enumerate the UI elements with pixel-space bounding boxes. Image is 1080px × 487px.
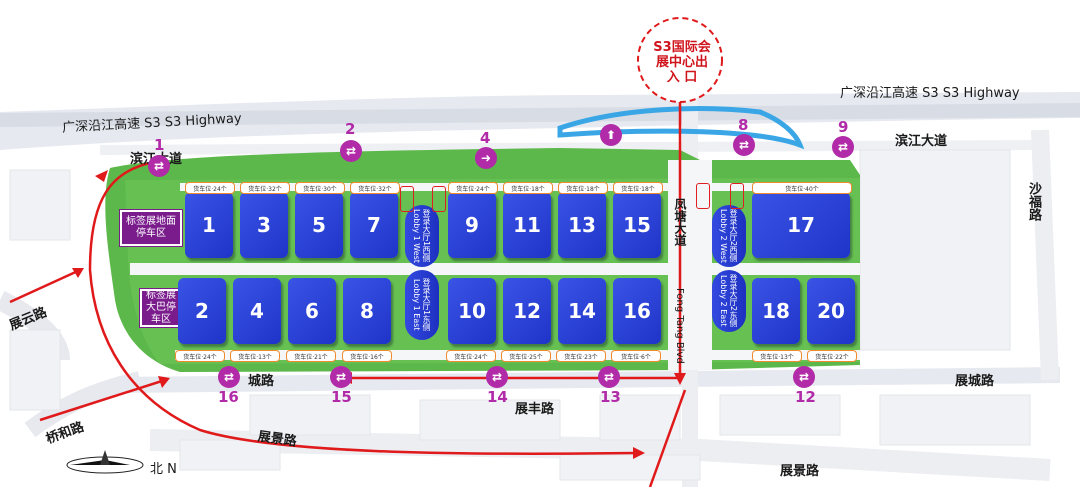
- road-fengtang: 凤塘大道: [673, 198, 687, 246]
- road-binjiang-right: 滨江大道: [895, 134, 948, 149]
- truck-slot: 货车位·32个: [240, 182, 290, 194]
- entry-box: [432, 186, 446, 212]
- hall-4[interactable]: 4: [233, 278, 281, 344]
- road-zhanfeng: 展丰路: [515, 402, 555, 417]
- gate-2-icon[interactable]: ⇄: [340, 140, 362, 162]
- road-shafu: 沙福路: [1026, 182, 1041, 221]
- gate-12-icon[interactable]: ⇄: [793, 366, 815, 388]
- compass-icon: [66, 450, 144, 474]
- truck-slot: 货车位·40个: [752, 182, 852, 194]
- gate-9-icon[interactable]: ⇄: [832, 136, 854, 158]
- hall-7[interactable]: 7: [350, 192, 398, 258]
- gate-8-number: 8: [738, 116, 749, 134]
- truck-slot: 货车位·32个: [350, 182, 400, 194]
- hall-18[interactable]: 18: [752, 278, 800, 344]
- hall-15[interactable]: 15: [613, 192, 661, 258]
- hall-5[interactable]: 5: [295, 192, 343, 258]
- truck-slot: 货车位·6个: [611, 350, 661, 362]
- gate-1-number: 1: [154, 136, 165, 154]
- entry-box: [696, 183, 710, 209]
- entry-box: [730, 183, 744, 209]
- hall-16[interactable]: 16: [613, 278, 661, 344]
- hall-14[interactable]: 14: [558, 278, 606, 344]
- gate-4-icon[interactable]: ➜: [475, 147, 497, 169]
- hall-1[interactable]: 1: [185, 192, 233, 258]
- gate-13-number: 13: [600, 388, 621, 406]
- parking-bus-area: 标签展大巴停车区: [140, 289, 182, 327]
- lobby-2-west[interactable]: 登录大厅2西侧 Lobby 2 West: [712, 205, 746, 267]
- truck-slot: 货车位·23个: [556, 350, 606, 362]
- truck-slot: 货车位·30个: [295, 182, 345, 194]
- hall-2[interactable]: 2: [178, 278, 226, 344]
- road-zhancheng-left: 城路: [248, 374, 275, 389]
- hall-13[interactable]: 13: [558, 192, 606, 258]
- entrance-circle: [637, 17, 723, 103]
- entrance-line-1: S3国际会: [653, 40, 711, 55]
- truck-slot: 货车位·16个: [342, 350, 392, 362]
- road-zhanjing-right: 展景路: [780, 464, 820, 479]
- hall-11[interactable]: 11: [503, 192, 551, 258]
- gate-16-number: 16: [218, 388, 239, 406]
- truck-slot: 货车位·22个: [807, 350, 857, 362]
- gate-entry-arrow-icon[interactable]: ⬆: [600, 124, 622, 146]
- parking-surface-area: 标签展地面停车区: [120, 210, 182, 246]
- road-highway-right: 广深沿江高速 S3 S3 Highway: [840, 86, 1020, 101]
- hall-20[interactable]: 20: [807, 278, 855, 344]
- truck-slot: 货车位·25个: [501, 350, 551, 362]
- road-fengtang-en: Fong Tang Blvd: [674, 288, 685, 364]
- truck-slot: 货车位·21个: [286, 350, 336, 362]
- truck-slot: 货车位·13个: [230, 350, 280, 362]
- route-lines: [9, 100, 687, 487]
- hall-12[interactable]: 12: [503, 278, 551, 344]
- truck-slot: 货车位·18个: [613, 182, 663, 194]
- gate-14-number: 14: [487, 388, 508, 406]
- entrance-line-3: 入 口: [666, 70, 698, 85]
- truck-slot: 货车位·24个: [175, 350, 225, 362]
- truck-slot: 货车位·13个: [752, 350, 802, 362]
- entry-box: [400, 186, 414, 212]
- hall-8[interactable]: 8: [343, 278, 391, 344]
- gate-8-icon[interactable]: ⇄: [733, 134, 755, 156]
- s3-overpass-ramp: [557, 106, 805, 150]
- gate-15-number: 15: [331, 388, 352, 406]
- hall-3[interactable]: 3: [240, 192, 288, 258]
- hall-9[interactable]: 9: [448, 192, 496, 258]
- gate-15-icon[interactable]: ⇄: [330, 366, 352, 388]
- compass-label: 北 N: [150, 462, 177, 477]
- gate-13-icon[interactable]: ⇄: [598, 366, 620, 388]
- lobby-1-east[interactable]: 登录大厅1东侧 Lobby 1 East: [405, 270, 439, 340]
- gate-14-icon[interactable]: ⇄: [486, 366, 508, 388]
- entrance-label: S3国际会 展中心出 入 口: [652, 40, 712, 85]
- road-zhancheng-right: 展城路: [955, 374, 995, 389]
- hall-6[interactable]: 6: [288, 278, 336, 344]
- truck-slot: 货车位·24个: [448, 182, 498, 194]
- gate-16-icon[interactable]: ⇄: [218, 366, 240, 388]
- gate-4-number: 4: [480, 129, 491, 147]
- truck-slot: 货车位·18个: [503, 182, 553, 194]
- hall-17[interactable]: 17: [752, 192, 850, 258]
- truck-slot: 货车位·18个: [558, 182, 608, 194]
- lobby-2-east[interactable]: 登录大厅2东侧 Lobby 2 East: [712, 270, 746, 332]
- truck-slot: 货车位·24个: [185, 182, 235, 194]
- entrance-line-2: 展中心出: [655, 55, 708, 70]
- gate-12-number: 12: [795, 388, 816, 406]
- lobby-1-west[interactable]: 登录大厅1西侧 Lobby 1 West: [405, 205, 439, 267]
- gate-1-icon[interactable]: ⇄: [148, 155, 170, 177]
- truck-slot: 货车位·24个: [446, 350, 496, 362]
- gate-9-number: 9: [838, 118, 849, 136]
- hall-10[interactable]: 10: [448, 278, 496, 344]
- gate-2-number: 2: [345, 120, 356, 138]
